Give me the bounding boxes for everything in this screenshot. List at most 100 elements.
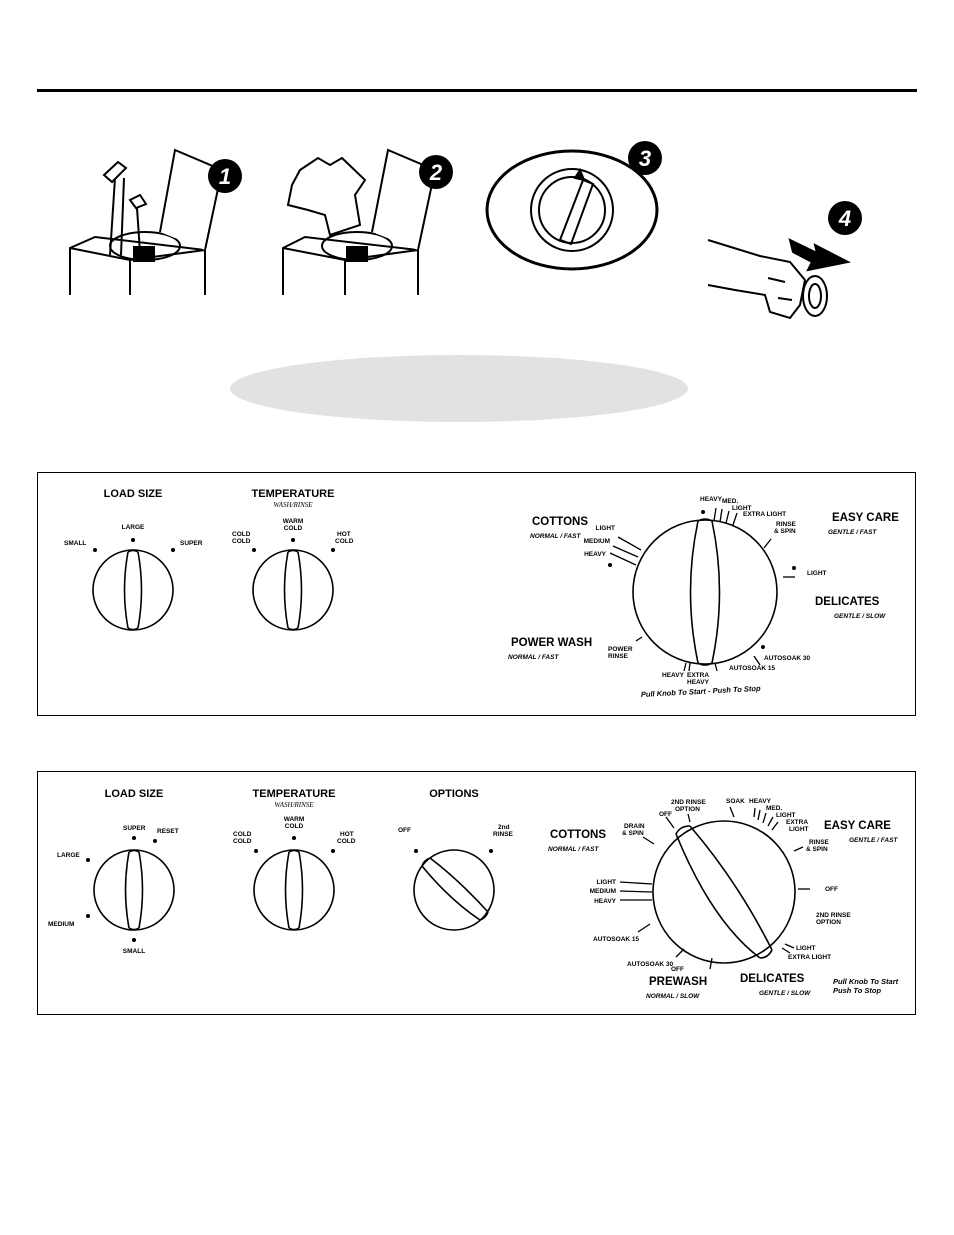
options-off: OFF bbox=[398, 827, 411, 834]
step-1-badge: 1 bbox=[208, 159, 242, 193]
ec2-extra-1: EXTRA bbox=[786, 819, 808, 826]
load-small-label: SMALL bbox=[64, 540, 86, 547]
power-rinse-2: RINSE bbox=[608, 653, 629, 660]
rinse2-2: & SPIN bbox=[806, 846, 828, 853]
top-2nd-rinse-2: OPTION bbox=[675, 806, 700, 813]
delicates-sub: GENTLE / SLOW bbox=[834, 613, 886, 620]
soak: SOAK bbox=[726, 798, 745, 805]
temp2-warm1: WARM bbox=[284, 816, 305, 823]
delicates-label-2: DELICATES bbox=[740, 973, 805, 985]
autosoak15-2: AUTOSOAK 15 bbox=[593, 936, 639, 943]
cycle-tick-marks-1 bbox=[609, 507, 795, 672]
load-large-2: LARGE bbox=[57, 852, 80, 859]
right-2nd-rinse-1: 2ND RINSE bbox=[816, 912, 851, 919]
svg-text:2: 2 bbox=[429, 160, 443, 185]
load-large-label: LARGE bbox=[122, 524, 145, 531]
cycle-tick-marks-2 bbox=[619, 806, 810, 970]
step-illustrations: 1 2 3 4 bbox=[69, 141, 862, 320]
knob-oval-icon bbox=[485, 149, 659, 271]
rinse2-1: RINSE bbox=[809, 839, 830, 846]
cycle-knob[interactable] bbox=[632, 518, 778, 666]
cottons2-light: LIGHT bbox=[597, 879, 617, 886]
svg-text:4: 4 bbox=[838, 206, 851, 231]
delicates-label: DELICATES bbox=[815, 596, 880, 608]
extra-heavy-1: EXTRA bbox=[687, 672, 709, 679]
right-off: OFF bbox=[825, 886, 838, 893]
cottons-light: LIGHT bbox=[596, 525, 616, 532]
load-small-2: SMALL bbox=[123, 948, 145, 955]
washer-detergent-icon bbox=[69, 148, 224, 295]
pull-knob-note: Pull Knob To Start - Push To Stop bbox=[641, 684, 762, 699]
easy-care-sub-2: GENTLE / FAST bbox=[849, 837, 898, 844]
cottons2-medium: MEDIUM bbox=[590, 888, 616, 895]
temp2-warm2: COLD bbox=[285, 823, 304, 830]
temperature-subtitle-2: WASH/RINSE bbox=[274, 801, 314, 809]
load-size-knob-2[interactable] bbox=[93, 849, 175, 931]
bottom-off: OFF bbox=[671, 966, 684, 973]
options-2nd: 2nd bbox=[498, 824, 510, 831]
rinse-spin-1: RINSE bbox=[776, 521, 797, 528]
autosoak-15: AUTOSOAK 15 bbox=[729, 665, 775, 672]
ec2-med: MED. bbox=[766, 805, 782, 812]
load-size-knob[interactable] bbox=[92, 549, 174, 631]
right-2nd-rinse-2: OPTION bbox=[816, 919, 841, 926]
temp2-cold1: COLD bbox=[233, 831, 252, 838]
easy-care-sub: GENTLE / FAST bbox=[828, 529, 877, 536]
load-medium-2: MEDIUM bbox=[48, 921, 74, 928]
ec2-heavy: HEAVY bbox=[749, 798, 772, 805]
ec-med: MED. bbox=[722, 498, 738, 505]
cottons-medium: MEDIUM bbox=[584, 538, 610, 545]
load-super-label: SUPER bbox=[180, 540, 203, 547]
prewash-sub: NORMAL / SLOW bbox=[646, 993, 700, 1000]
prewash-label: PREWASH bbox=[649, 976, 707, 988]
load-size-title-2: LOAD SIZE bbox=[105, 788, 164, 800]
cottons2-heavy: HEAVY bbox=[594, 898, 617, 905]
ec-heavy: HEAVY bbox=[700, 496, 723, 503]
gray-oval-placeholder bbox=[230, 355, 688, 422]
ec2-light: LIGHT bbox=[776, 812, 796, 819]
delicates-light: LIGHT bbox=[807, 570, 827, 577]
svg-text:3: 3 bbox=[639, 146, 651, 171]
temperature-knob-2[interactable] bbox=[253, 849, 335, 931]
washer-clothes-icon bbox=[282, 148, 437, 295]
load-size-title: LOAD SIZE bbox=[104, 488, 163, 500]
load-reset-2: RESET bbox=[157, 828, 179, 835]
load-super-2: SUPER bbox=[123, 825, 146, 832]
cottons-label-2: COTTONS bbox=[550, 829, 606, 841]
rinse-spin-2: & SPIN bbox=[774, 528, 796, 535]
step-2-badge: 2 bbox=[419, 155, 453, 189]
autosoak30-2: AUTOSOAK 30 bbox=[627, 961, 673, 968]
options-title: OPTIONS bbox=[429, 788, 479, 800]
autosoak-30: AUTOSOAK 30 bbox=[764, 655, 810, 662]
temp-hot2: COLD bbox=[335, 538, 354, 545]
ec2-extra-2: LIGHT bbox=[789, 826, 809, 833]
top-off: OFF bbox=[659, 811, 672, 818]
power-wash-label: POWER WASH bbox=[511, 637, 592, 649]
hand-pull-icon bbox=[707, 238, 851, 320]
temp-warm1: WARM bbox=[283, 518, 304, 525]
svg-text:1: 1 bbox=[219, 164, 231, 189]
load-small-dot bbox=[93, 548, 97, 552]
del2-extra-light: EXTRA LIGHT bbox=[788, 954, 831, 961]
temp-cold1: COLD bbox=[232, 531, 251, 538]
ec-extra-light: EXTRA LIGHT bbox=[743, 511, 786, 518]
cycle-knob-2[interactable] bbox=[652, 820, 796, 964]
extra-heavy-2: HEAVY bbox=[687, 679, 710, 686]
control-panel-1: LOAD SIZE SMALL LARGE SUPER TEMPERATURE … bbox=[37, 472, 916, 716]
options-rinse: RINSE bbox=[493, 831, 514, 838]
cottons-sub-2: NORMAL / FAST bbox=[548, 846, 599, 853]
control-panel-2: LOAD SIZE LARGE SUPER RESET MEDIUM SMALL… bbox=[37, 771, 916, 1015]
temp2-hot2: COLD bbox=[337, 838, 356, 845]
temp2-hot1: HOT bbox=[340, 831, 354, 838]
options-knob[interactable] bbox=[413, 849, 495, 931]
temp-cold2: COLD bbox=[232, 538, 251, 545]
cottons-label: COTTONS bbox=[532, 516, 588, 528]
ec-light: LIGHT bbox=[732, 505, 752, 512]
cottons-heavy: HEAVY bbox=[584, 551, 607, 558]
temperature-title-2: TEMPERATURE bbox=[253, 788, 336, 800]
step-3-badge: 3 bbox=[628, 141, 662, 175]
temperature-knob[interactable] bbox=[252, 549, 334, 631]
temp-warm2: COLD bbox=[284, 525, 303, 532]
cottons-sub: NORMAL / FAST bbox=[530, 533, 581, 540]
load-super-dot bbox=[171, 548, 175, 552]
